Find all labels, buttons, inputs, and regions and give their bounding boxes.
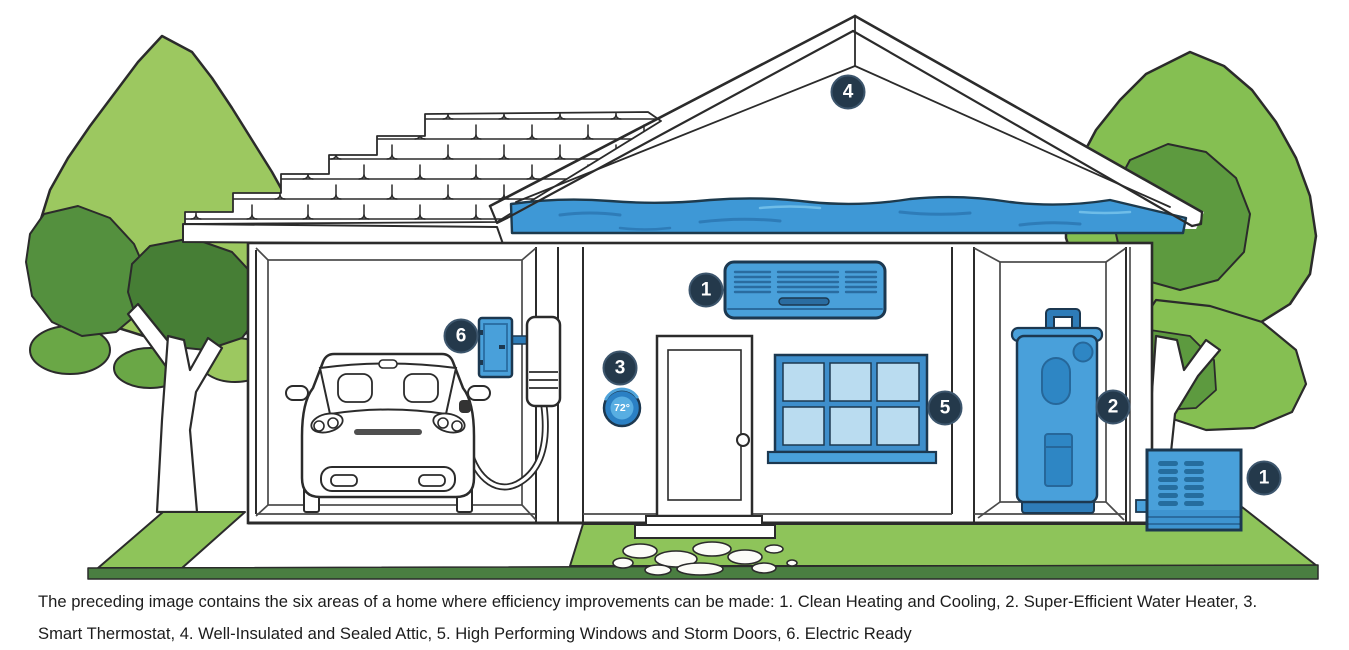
door-knob — [736, 433, 750, 447]
window-sill — [766, 450, 938, 465]
ev-charger-panel — [477, 316, 514, 379]
car-rearview-mirror — [378, 359, 398, 369]
front-door — [634, 334, 776, 539]
attic-face — [488, 14, 1204, 229]
outdoor-heat-pump-unit — [1135, 448, 1243, 532]
door-step-lower — [634, 524, 776, 539]
water-heater-valve — [1072, 341, 1094, 363]
roof — [182, 14, 1204, 245]
door-step-upper — [645, 515, 763, 526]
thermostat: 72° — [602, 387, 642, 428]
car-seat-right — [403, 373, 439, 403]
stone-path — [612, 541, 798, 576]
svg-text:1: 1 — [701, 280, 712, 301]
car — [285, 352, 491, 513]
left-lawn — [97, 511, 246, 569]
garage-interior — [255, 247, 537, 521]
badges: 1 2 3 4 5 6 1 — [443, 74, 1282, 496]
water-heater-panel-lower — [1044, 433, 1073, 487]
svg-text:3: 3 — [615, 358, 626, 379]
figure-caption: The preceding image contains the six are… — [38, 592, 1258, 644]
svg-text:5: 5 — [940, 398, 951, 419]
svg-text:1: 1 — [1259, 468, 1270, 489]
svg-text:6: 6 — [456, 326, 467, 347]
svg-text:2: 2 — [1108, 397, 1119, 418]
car-mirror-left — [285, 385, 309, 401]
insulation-texture — [558, 205, 1132, 231]
car-seat-left — [337, 373, 373, 403]
badge-electric-ready: 6 — [443, 318, 479, 354]
home-efficiency-illustration: 72° — [25, 14, 1319, 580]
left-tree — [25, 34, 310, 514]
badge-water-heater: 2 — [1095, 389, 1131, 425]
rear-roof-shingles — [184, 111, 662, 225]
badge-heating-cooling-indoor: 1 — [688, 272, 724, 308]
car-mirror-right — [467, 385, 491, 401]
badge-thermostat: 3 — [602, 350, 638, 386]
roof-outline — [488, 14, 1204, 228]
thermostat-reading: 72° — [614, 402, 630, 414]
badge-windows: 5 — [927, 390, 963, 426]
attic-insulation — [509, 195, 1188, 235]
window — [766, 353, 938, 465]
car-charge-port — [459, 400, 471, 413]
mini-split-indoor-unit — [723, 260, 887, 320]
badge-attic: 4 — [830, 74, 866, 110]
water-heater-panel-upper — [1041, 357, 1071, 405]
charging-station — [525, 315, 562, 408]
badge-heating-cooling-outdoor: 1 — [1246, 460, 1282, 496]
car-grille — [354, 429, 422, 435]
left-tree-canopy-darker — [127, 237, 263, 351]
water-heater — [1010, 308, 1104, 514]
left-tree-canopy-dark — [25, 205, 149, 337]
garage-fascia — [182, 223, 504, 245]
svg-text:4: 4 — [843, 82, 854, 103]
left-tree-trunk — [155, 334, 224, 514]
